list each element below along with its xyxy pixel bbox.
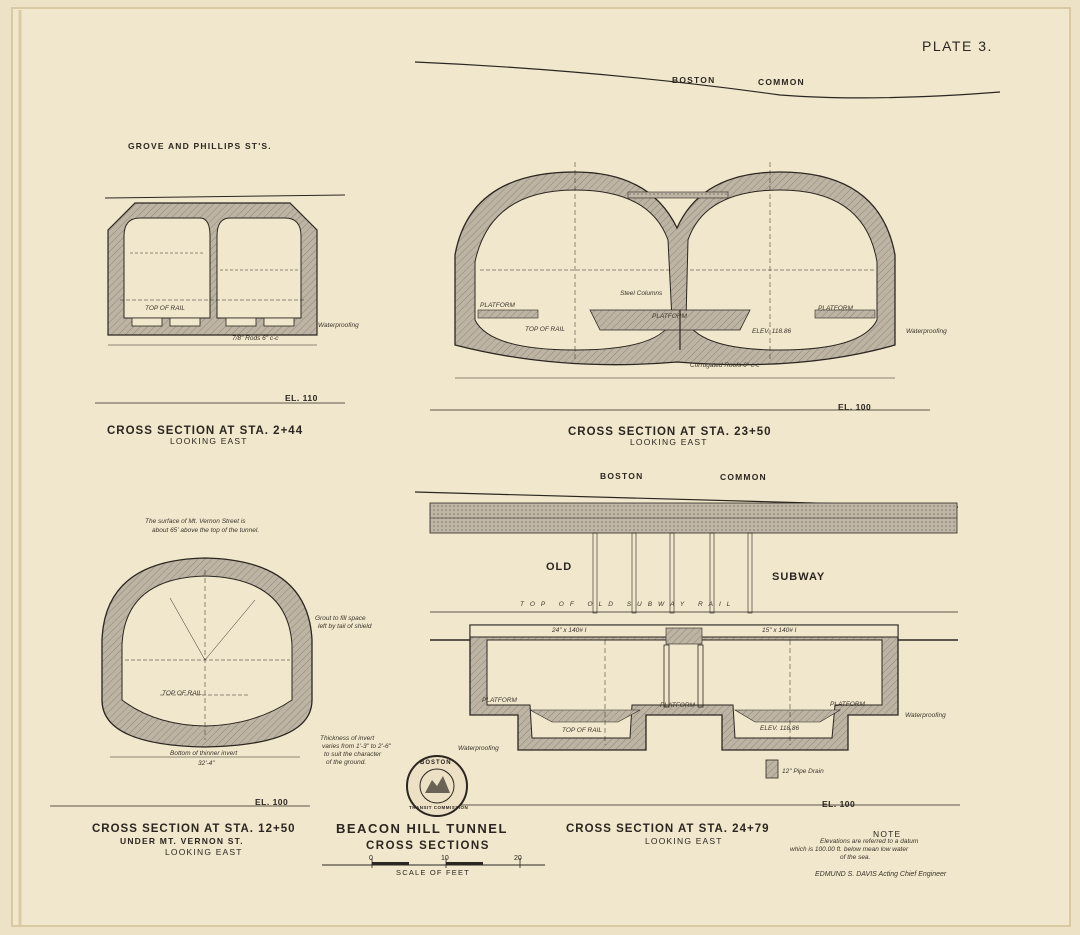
- seal-bottom-text: TRANSIT COMMISSION: [409, 805, 469, 810]
- section-24-79-platform-right: PLATFORM: [830, 701, 865, 708]
- section-24-79-header-left: BOSTON: [600, 471, 644, 481]
- section-24-79-looking: LOOKING EAST: [645, 836, 723, 846]
- section-24-79-top-rail-note: TOP OF OLD SUBWAY RAIL: [520, 601, 737, 608]
- plate-title: BEACON HILL TUNNEL: [336, 821, 508, 836]
- section-24-79-platform-mid: PLATFORM: [660, 702, 695, 709]
- section-23-50-waterproofing-note: Waterproofing: [906, 328, 947, 335]
- section-12-50-thickness-note-3: to suit the character: [324, 751, 382, 758]
- section-24-79-beam-left: 24" x 140# I: [552, 627, 587, 634]
- scale-tick-10: 10: [441, 855, 449, 862]
- scale-label: SCALE OF FEET: [396, 868, 470, 877]
- section-12-50-width: 32'-4": [198, 760, 215, 767]
- section-2-44-caption: CROSS SECTION AT STA. 2+44: [107, 425, 304, 437]
- section-12-50-thickness-note-1: Thickness of invert: [320, 735, 375, 742]
- section-23-50-elev-note: ELEV. 118.86: [752, 328, 792, 335]
- section-23-50-rail-note: TOP OF RAIL: [525, 326, 565, 333]
- section-24-79-old-label: OLD: [546, 561, 573, 573]
- section-23-50-drain-note: Corrugated Roofs 6" c-c: [690, 362, 760, 369]
- chief-engineer: EDMUND S. DAVIS Acting Chief Engineer: [815, 871, 947, 878]
- section-12-50-street: UNDER MT. VERNON ST.: [120, 836, 244, 846]
- section-24-79-caption: CROSS SECTION AT STA. 24+79: [566, 823, 770, 835]
- section-2-44-waterproofing-note: Waterproofing: [318, 322, 359, 329]
- note-line-1: Elevations are referred to a datum: [820, 838, 919, 845]
- section-24-79-rail-note: TOP OF RAIL: [562, 727, 602, 734]
- section-23-50-looking: LOOKING EAST: [630, 437, 708, 447]
- section-24-79-header-right: COMMON: [720, 472, 767, 482]
- section-23-50-caption: CROSS SECTION AT STA. 23+50: [568, 426, 772, 438]
- section-12-50-surface-note-1: The surface of Mt. Vernon Street is: [145, 518, 246, 525]
- commission-seal: [406, 755, 468, 817]
- section-12-50-rail-note: TOP OF RAIL: [162, 690, 202, 697]
- section-23-50-drawing: [414, 61, 1001, 411]
- scale-tick-20: 20: [514, 855, 522, 862]
- section-12-50-grout-note-2: left by tail of shield: [318, 623, 372, 630]
- section-2-44-rods-note: 7/8" Rods 6" c-c: [232, 335, 279, 342]
- section-23-50-header-right: COMMON: [758, 77, 805, 87]
- section-24-79-drain-note: 12" Pipe Drain: [782, 768, 824, 775]
- plate-number: PLATE 3.: [922, 38, 993, 54]
- section-24-79-waterproofing-left: Waterproofing: [458, 745, 499, 752]
- section-12-50-invert-note: Bottom of thinner invert: [170, 750, 238, 757]
- section-24-79-waterproofing-right: Waterproofing: [905, 712, 946, 719]
- scale-bar: [322, 858, 545, 868]
- section-12-50-looking: LOOKING EAST: [165, 847, 243, 857]
- section-24-79-platform-left: PLATFORM: [482, 697, 517, 704]
- section-23-50-header-left: BOSTON: [672, 75, 716, 85]
- section-12-50-surface-note-2: about 65' above the top of the tunnel.: [152, 527, 260, 534]
- section-2-44-looking: LOOKING EAST: [170, 436, 248, 446]
- section-24-79-beam-right: 15" x 140# I: [762, 627, 797, 634]
- section-23-50-columns-note: Steel Columns: [620, 290, 663, 297]
- section-23-50-platform-mid: PLATFORM: [652, 313, 687, 320]
- section-24-79-elevation: EL. 100: [822, 799, 856, 809]
- section-2-44-header: GROVE AND PHILLIPS ST'S.: [128, 141, 272, 151]
- plate-subtitle: CROSS SECTIONS: [366, 840, 490, 852]
- section-2-44-drawing: [95, 194, 346, 404]
- section-24-79-drawing: [414, 491, 960, 806]
- section-2-44-rail-note: TOP OF RAIL: [145, 305, 185, 312]
- note-heading: NOTE: [873, 829, 902, 839]
- section-12-50-thickness-note-4: of the ground.: [326, 759, 367, 766]
- section-2-44-elevation: EL. 110: [285, 393, 318, 403]
- section-12-50-grout-note: Grout to fill space: [315, 615, 366, 622]
- seal-top-text: BOSTON: [420, 760, 452, 766]
- section-23-50-platform-right: PLATFORM: [818, 305, 853, 312]
- scale-tick-0: 0: [369, 855, 373, 862]
- section-23-50-platform-left: PLATFORM: [480, 302, 515, 309]
- section-24-79-subway-label: SUBWAY: [772, 571, 826, 583]
- section-12-50-caption: CROSS SECTION AT STA. 12+50: [92, 823, 296, 835]
- section-24-79-elev-note: ELEV. 118.86: [760, 725, 800, 732]
- note-line-2: which is 100.00 ft. below mean low water: [790, 846, 909, 853]
- section-12-50-thickness-note-2: varies from 1'-3" to 2'-6": [322, 743, 391, 750]
- section-12-50-drawing: [50, 557, 313, 807]
- section-12-50-elevation: EL. 100: [255, 797, 289, 807]
- section-23-50-elevation: EL. 100: [838, 402, 872, 412]
- note-line-3: of the sea.: [840, 854, 871, 861]
